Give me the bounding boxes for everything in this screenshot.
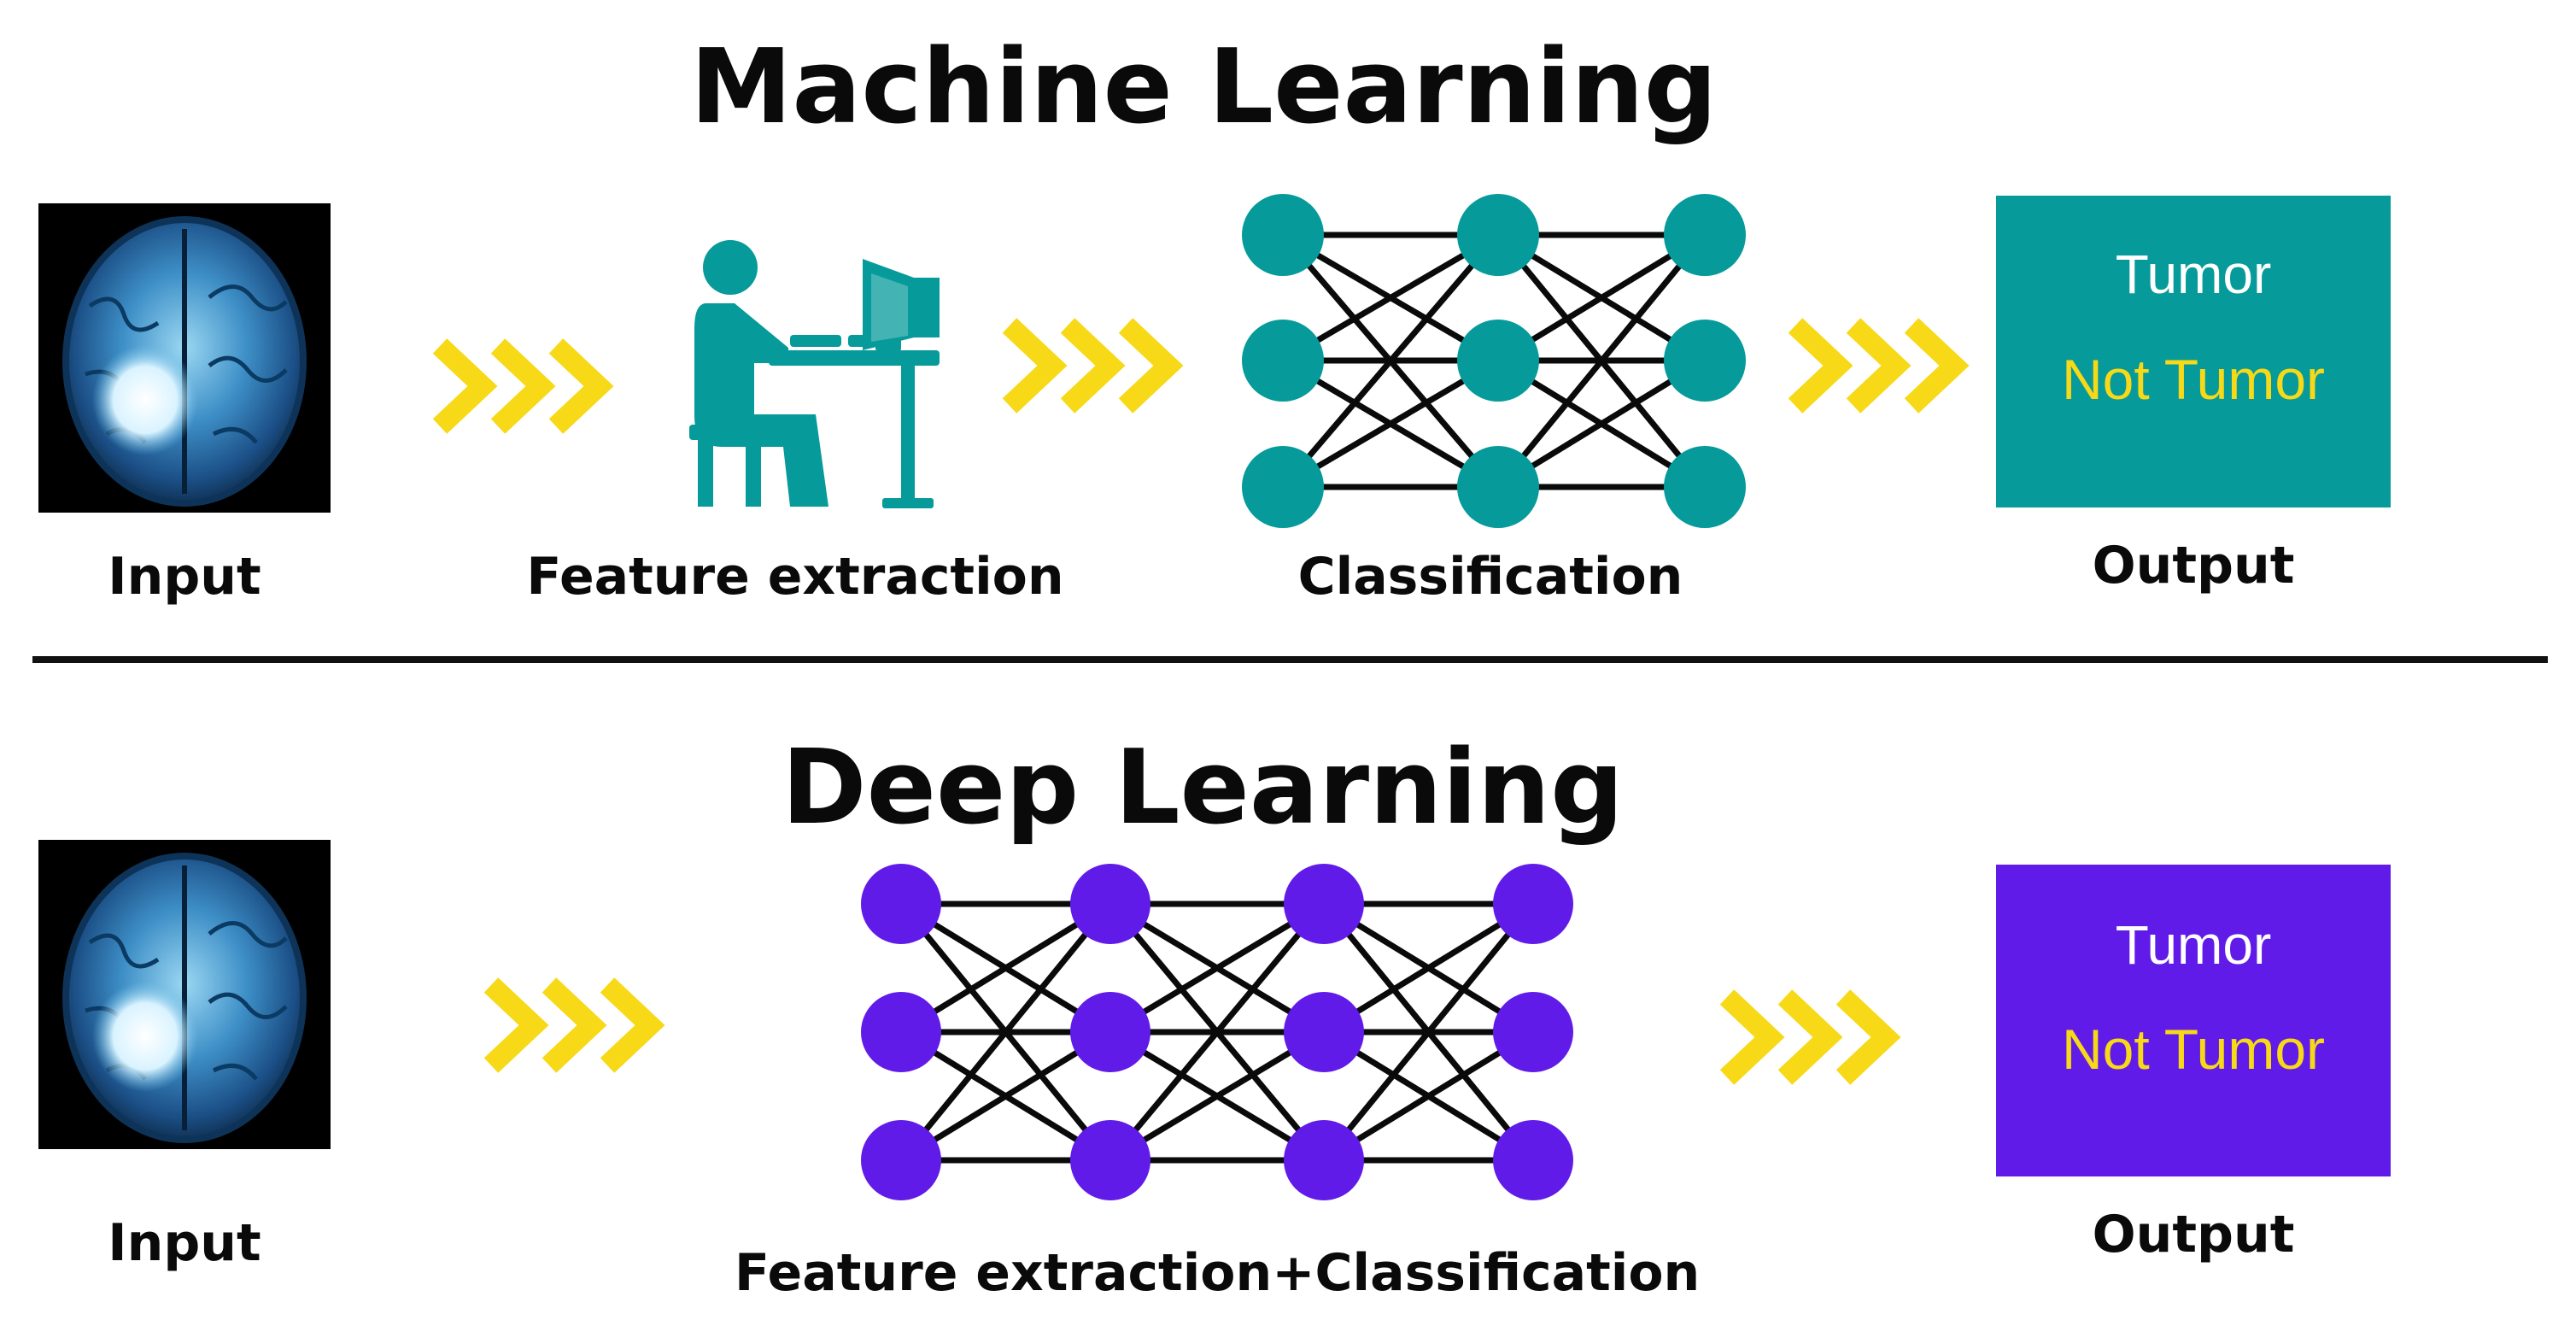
output-not-tumor-text: Not Tumor (2061, 1018, 2326, 1081)
chevrons-right-icon (1788, 318, 1970, 414)
network-node (1070, 992, 1150, 1072)
ml-classification-label: Classification (1297, 547, 1683, 607)
brain-mri-icon (38, 203, 331, 513)
network-edge (899, 901, 1113, 1163)
network-node (1242, 194, 1324, 276)
network-node (1664, 446, 1746, 528)
dl-output-label: Output (2092, 1205, 2295, 1264)
output-not-tumor-text: Not Tumor (2061, 348, 2326, 411)
network-edge (1281, 232, 1500, 364)
network-node (1242, 320, 1324, 402)
brain-mri-icon (38, 840, 331, 1149)
chevrons-right-icon (432, 338, 614, 434)
output-tumor-text: Tumor (2115, 243, 2272, 305)
network-node (1664, 194, 1746, 276)
network-node (861, 992, 941, 1072)
network-edge (1321, 901, 1536, 1163)
neural-network-icon (1242, 194, 1746, 528)
network-node (1493, 992, 1573, 1072)
network-edge (899, 901, 1112, 1035)
network-edge (899, 1030, 1112, 1163)
dl-feature-classification-label: Feature extraction+Classification (735, 1243, 1701, 1303)
network-edge (1109, 1029, 1326, 1164)
output-tumor-text: Tumor (2115, 914, 2272, 976)
ml-output-box: Tumor Not Tumor (1996, 196, 2391, 507)
network-edge (1280, 232, 1501, 490)
network-node (1070, 864, 1150, 944)
network-node (1284, 992, 1364, 1072)
chevrons-right-icon (1002, 318, 1184, 414)
ml-input-label: Input (108, 547, 261, 607)
network-node (1457, 194, 1539, 276)
network-node (1493, 864, 1573, 944)
ml-output-label: Output (2092, 536, 2295, 595)
dl-input-label: Input (108, 1213, 261, 1273)
network-node (1457, 446, 1539, 528)
ml-feature-extraction-label: Feature extraction (526, 547, 1064, 607)
neural-network-icon (861, 864, 1573, 1200)
network-node (1284, 864, 1364, 944)
network-edge (1281, 357, 1500, 490)
network-edge (1322, 1030, 1535, 1163)
network-node (1493, 1120, 1573, 1200)
network-node (861, 1120, 941, 1200)
network-node (861, 864, 941, 944)
network-edge (1108, 901, 1326, 1163)
chevrons-right-icon (483, 977, 665, 1073)
chevrons-right-icon (1719, 989, 1901, 1085)
network-edge (1109, 901, 1326, 1035)
person-at-computer-icon (689, 240, 940, 508)
deep-learning-title: Deep Learning (782, 729, 1624, 848)
network-edge (1496, 232, 1707, 490)
machine-learning-title: Machine Learning (690, 28, 1718, 147)
network-node (1070, 1120, 1150, 1200)
network-edge (1322, 901, 1535, 1035)
section-divider (32, 656, 2548, 663)
network-node (1242, 446, 1324, 528)
network-node (1284, 1120, 1364, 1200)
network-node (1457, 320, 1539, 402)
dl-output-box: Tumor Not Tumor (1996, 865, 2391, 1176)
network-node (1664, 320, 1746, 402)
